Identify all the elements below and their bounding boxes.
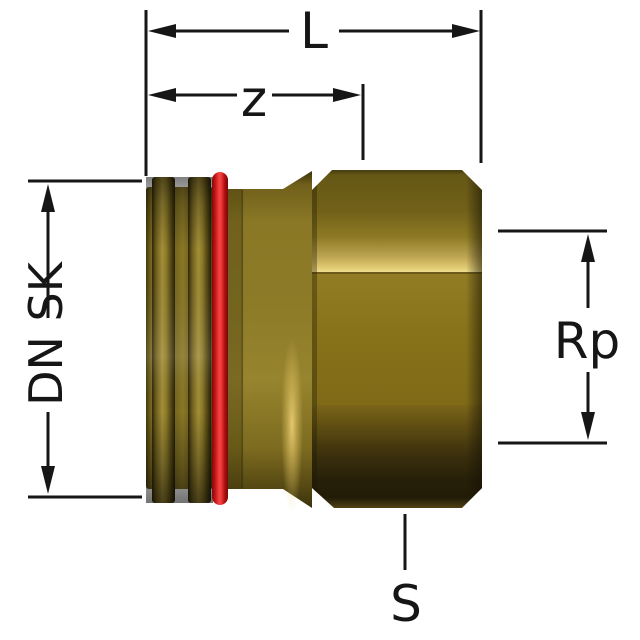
arrowhead-left-icon	[148, 24, 176, 38]
dim-label-L: L	[300, 2, 328, 60]
hex-facet-top	[312, 170, 482, 273]
dimension-Rp	[498, 229, 607, 445]
arrowhead-down-icon	[581, 412, 595, 440]
dim-label-z: z	[240, 70, 268, 128]
dim-label-S: S	[390, 575, 422, 633]
dimension-annotations	[28, 10, 607, 570]
arrowhead-down-icon	[41, 466, 55, 494]
dim-label-Rp: Rp	[553, 312, 621, 370]
fitting-body	[146, 170, 482, 513]
hex-facet-middle	[312, 273, 482, 405]
arrowhead-right-icon	[452, 24, 480, 38]
dimension-L	[148, 24, 480, 38]
arrowhead-up-icon	[41, 184, 55, 212]
hex-body	[312, 170, 482, 508]
arrowhead-right-icon	[333, 88, 361, 102]
extension-lines	[144, 10, 483, 176]
thread-section	[146, 177, 213, 503]
hex-facet-bottom	[312, 405, 482, 508]
dim-label-DN-SK: DN SK	[19, 262, 73, 406]
arrowhead-up-icon	[581, 234, 595, 262]
o-ring	[212, 172, 228, 505]
arrowhead-left-icon	[148, 88, 176, 102]
dimension-DN-SK	[28, 179, 142, 499]
dimension-z	[148, 88, 361, 102]
specular-highlight	[281, 337, 303, 513]
cone-section	[228, 171, 312, 513]
